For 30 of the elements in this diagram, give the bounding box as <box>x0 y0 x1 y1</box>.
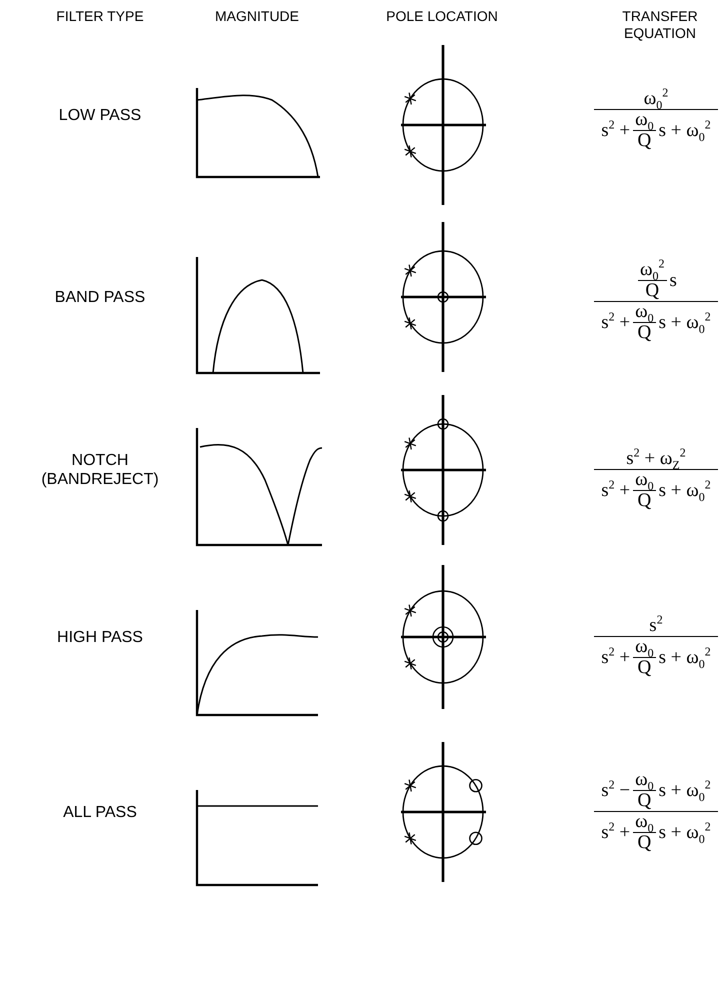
column-header: TRANSFER EQUATION <box>621 8 699 42</box>
formula-term: s$^{2}$ + <box>601 120 630 140</box>
formula-term: ω$_{0}$ <box>635 110 654 130</box>
formula-term: s$^{2}$ + <box>601 480 630 500</box>
formula-term: ω$_{0}$ <box>635 812 654 832</box>
formula-term: s$^{2}$ + <box>601 312 630 332</box>
formula-term: Q <box>645 281 660 301</box>
formula-term: Q <box>638 833 652 853</box>
formula-term: Q <box>638 491 652 511</box>
formula-term: ω$_{0}$ <box>635 770 654 790</box>
row-label: ALL PASS <box>62 802 138 822</box>
formula-term: Q <box>638 323 652 343</box>
formula-term: Q <box>638 658 652 678</box>
formula-term: ω$_{0}$ <box>635 470 654 490</box>
row-label: BAND PASS <box>54 288 146 306</box>
formula-term: ω$_{0}$ <box>635 637 654 657</box>
row-label: LOW PASS <box>58 106 142 124</box>
formula-term: s$^{2}$ − <box>601 780 630 800</box>
row-label: NOTCH (BANDREJECT) <box>40 451 160 489</box>
formula-term: s$^{2}$ + <box>601 648 630 668</box>
column-header: POLE LOCATION <box>385 8 499 25</box>
formula-term: s$^{2}$ + <box>601 822 630 842</box>
formula-term: Q <box>638 131 652 151</box>
formula-term: ω$_{0}$ <box>635 302 654 322</box>
column-header: FILTER TYPE <box>55 8 145 25</box>
column-header: MAGNITUDE <box>214 8 300 25</box>
formula-term: s$^{2}$ <box>649 616 663 636</box>
formula-term: s <box>670 270 677 290</box>
row-label: HIGH PASS <box>56 628 144 646</box>
formula-term: Q <box>638 791 652 811</box>
